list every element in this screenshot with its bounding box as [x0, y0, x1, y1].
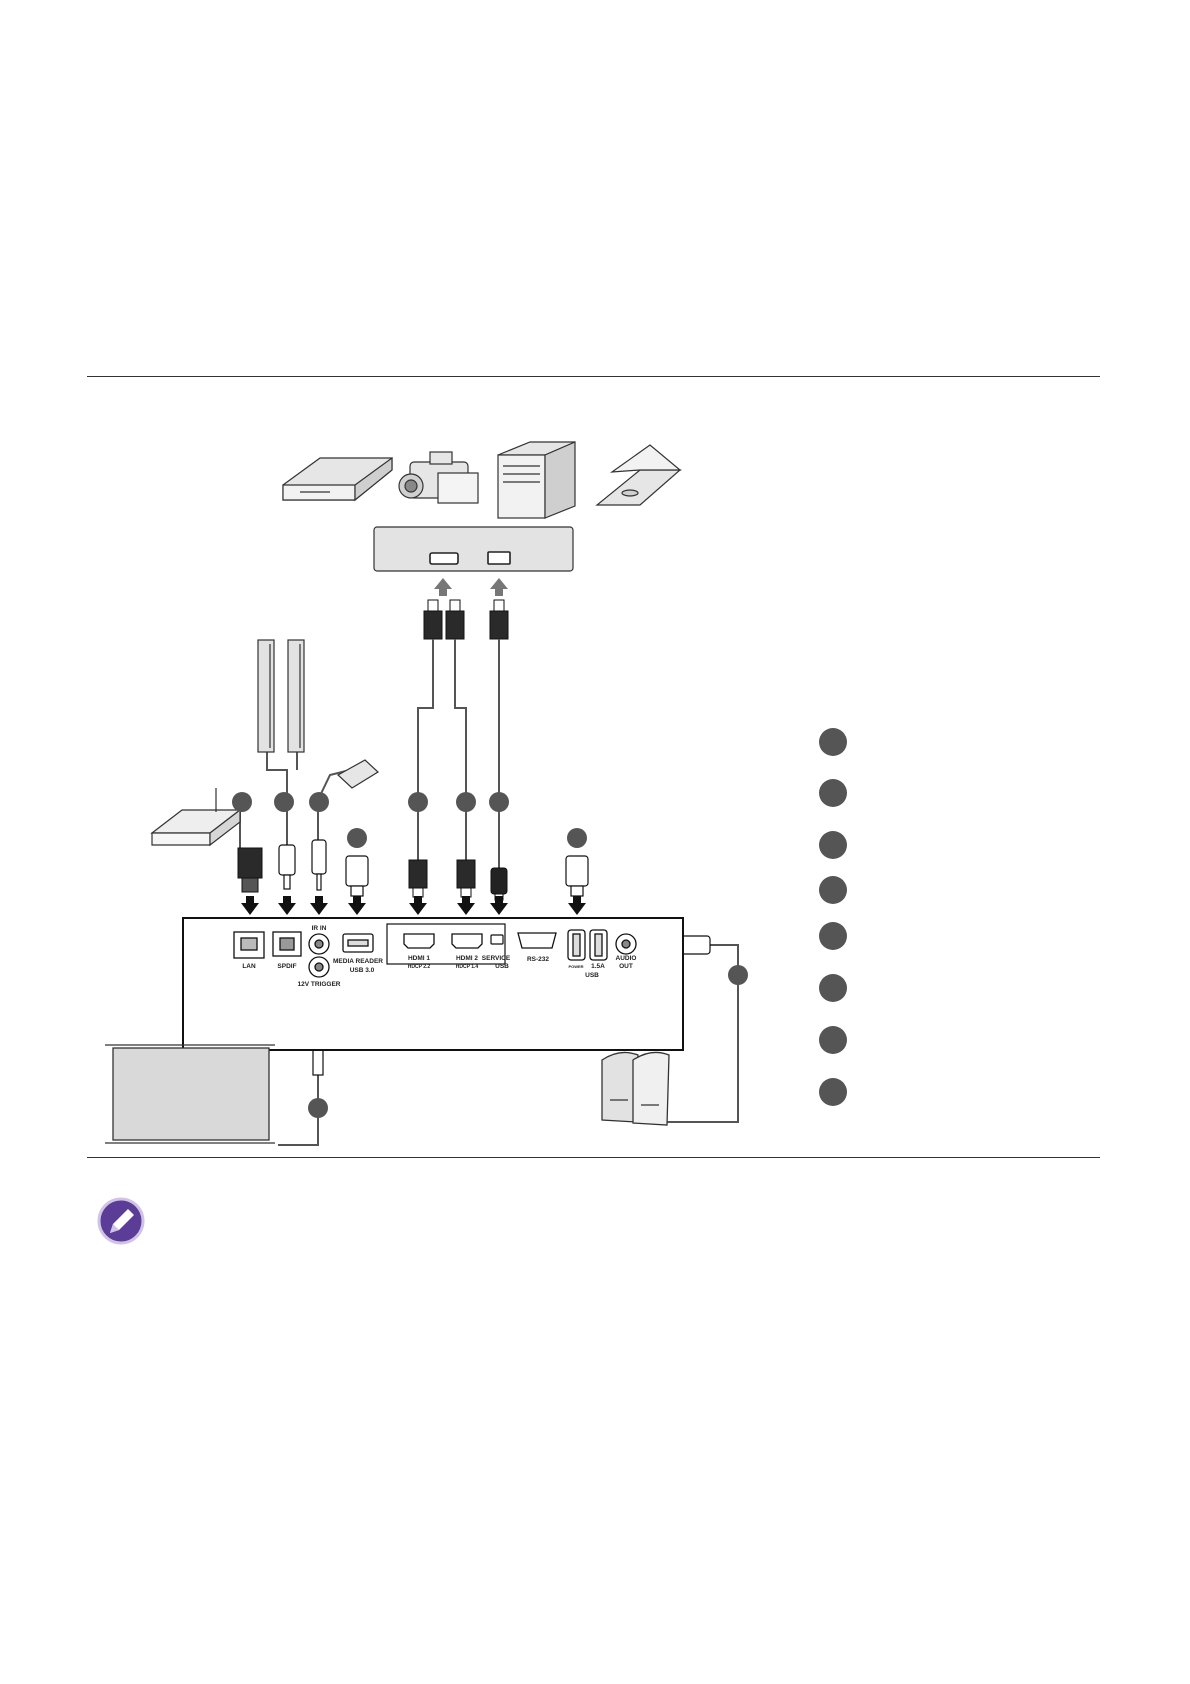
audio-out-label-2: OUT: [619, 963, 633, 970]
projection-screen-icon: [105, 1044, 275, 1144]
ir-in-port: [308, 933, 330, 955]
lan-plug: [237, 847, 263, 893]
usb-current-label: 1.5A: [591, 963, 605, 970]
top-rule: [87, 376, 1100, 377]
hdmi2-label: HDMI 2: [456, 955, 478, 962]
service-usb-plug: [490, 867, 508, 901]
desktop-pc-icon: [497, 441, 576, 519]
ir-in-label: IR IN: [312, 925, 327, 932]
lan-label: LAN: [242, 963, 256, 970]
hdcp1-label: HDCP 2.2: [408, 964, 431, 970]
lan-port: [233, 931, 265, 959]
source-arrows: [434, 578, 508, 596]
hdmi2-port: [451, 933, 483, 949]
bottom-rule: [87, 1157, 1100, 1158]
media-reader-port: [342, 933, 374, 953]
audio-out-label-1: AUDIO: [616, 955, 637, 962]
laptop-icon: [595, 444, 682, 506]
hdmi-cable-top-plugs: [423, 599, 509, 640]
router-icon: [150, 788, 242, 847]
callout-markers: [232, 792, 748, 1118]
media-reader-label: MEDIA READER: [333, 958, 383, 965]
usb-power-stick: [565, 855, 589, 897]
spdif-port: [272, 931, 302, 957]
legend-markers: [819, 728, 847, 1106]
trigger-label: 12V TRIGGER: [298, 981, 341, 988]
bluray-player-icon: [282, 456, 393, 502]
ir-receiver-icon: [336, 759, 379, 789]
usb-power-label: POWER: [568, 964, 583, 969]
camcorder-icon: [398, 451, 479, 504]
service-usb-label: USB: [495, 963, 509, 970]
hdmi1-port: [403, 933, 435, 949]
hdcp2-label: HDCP 1.4: [456, 964, 479, 970]
hdmi1-label: HDMI 1: [408, 955, 430, 962]
usb-1-5a-port: [589, 929, 608, 961]
hdmi1-plug: [408, 859, 428, 898]
service-label: SERVICE: [482, 955, 511, 962]
service-usb-port: [490, 934, 504, 945]
audio-out-port: [615, 933, 637, 955]
sync-emitter-icon: [257, 639, 305, 753]
usb-label: USB: [585, 972, 599, 979]
media-usb-stick: [345, 855, 369, 897]
trigger-port: [308, 956, 330, 978]
usb30-label: USB 3.0: [350, 967, 375, 974]
pencil-icon: [97, 1197, 145, 1245]
speakers-icon: [601, 1051, 670, 1126]
spdif-label: SPDIF: [277, 963, 296, 970]
rs232-port: [517, 932, 557, 949]
spdif-plug: [278, 844, 296, 890]
source-port-panel: [373, 526, 574, 572]
hdmi-group-box: [386, 923, 506, 965]
usb-power-port: [567, 929, 586, 961]
hdmi2-plug: [456, 859, 476, 898]
rs232-label: RS-232: [527, 956, 549, 963]
ir-plug: [311, 839, 327, 891]
